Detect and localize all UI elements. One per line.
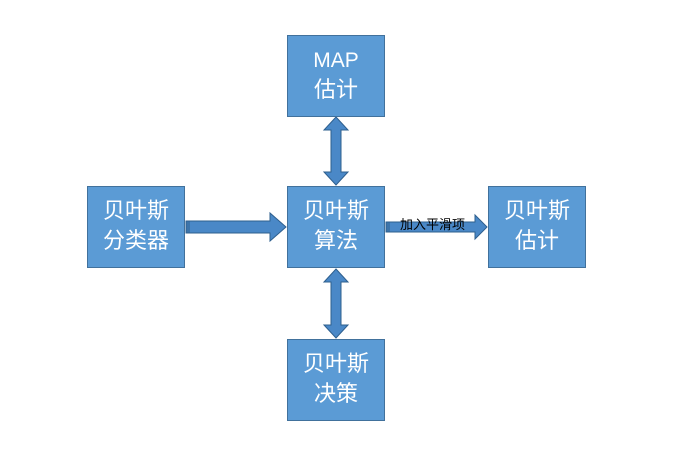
node-map-estimation: MAP 估计 [287,35,385,117]
node-center-line1: 贝叶斯 [302,199,369,224]
node-left-line2: 分类器 [102,229,169,254]
arrow-center-bottom [322,268,350,339]
arrow-map-center [322,116,350,186]
node-map-line2: 估计 [313,78,358,103]
node-left-line1: 贝叶斯 [102,199,169,224]
node-bottom-line1: 贝叶斯 [302,352,369,377]
node-bayes-classifier: 贝叶斯 分类器 [87,186,185,268]
edge-label-smoothing: 加入平滑项 [400,218,466,233]
node-right-line2: 估计 [514,229,559,254]
arrow-left-center [185,211,287,243]
arrow-left-center-tail-lines [186,221,190,233]
node-bayes-algorithm: 贝叶斯 算法 [287,186,385,268]
node-bottom-line2: 决策 [313,382,358,407]
arrow-center-right-tail-lines [386,222,390,232]
node-bayes-estimation: 贝叶斯 估计 [488,186,586,268]
node-center-line2: 算法 [313,229,358,254]
node-bayes-decision: 贝叶斯 决策 [287,339,385,421]
node-right-line1: 贝叶斯 [503,199,570,224]
node-map-line1: MAP [313,49,359,72]
